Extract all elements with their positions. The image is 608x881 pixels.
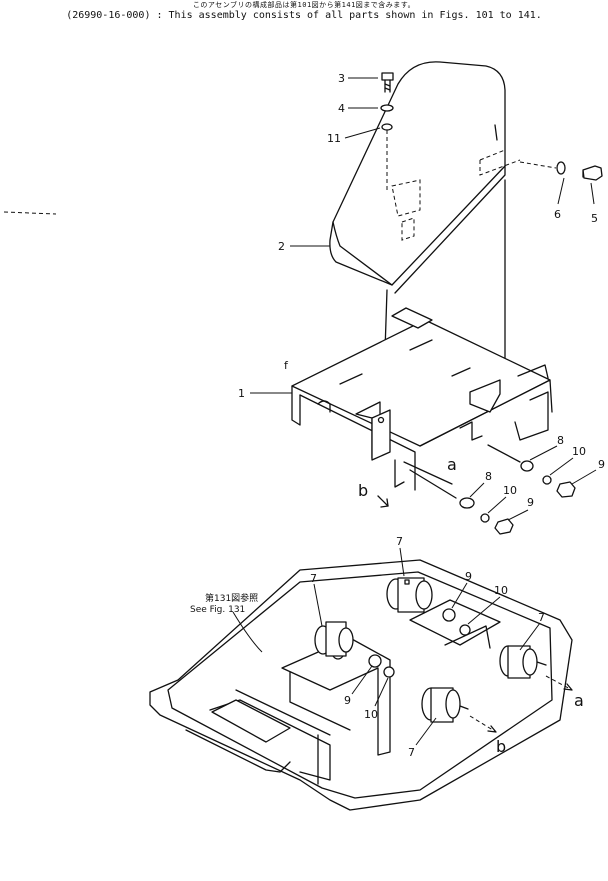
label-part-5: 5 bbox=[591, 212, 598, 225]
label-part-1: 1 bbox=[238, 387, 245, 400]
label-part-7-left: 7 bbox=[310, 572, 317, 585]
label-a-upper: a bbox=[447, 455, 457, 474]
label-f-mark: f bbox=[284, 359, 289, 372]
cushion-mount-top bbox=[386, 577, 433, 613]
header-en-note: (26990-16-000) : This assembly consists … bbox=[66, 10, 542, 21]
header-jp-note: このアセンブリの構成部品は第101図から第141図まで含みます。 bbox=[192, 1, 416, 9]
lower-hardware bbox=[368, 608, 471, 678]
label-part-4: 4 bbox=[338, 102, 345, 115]
arrow-b-lower bbox=[469, 715, 497, 733]
label-part-9-lower: 9 bbox=[527, 496, 534, 509]
label-b-upper: b bbox=[358, 481, 368, 500]
see-fig-en: See Fig. 131 bbox=[190, 605, 245, 615]
label-part-2: 2 bbox=[278, 240, 285, 253]
label-part-10-upper: 10 bbox=[572, 445, 586, 458]
label-part-10-left: 10 bbox=[364, 708, 378, 721]
label-b-lower: b bbox=[496, 737, 506, 756]
arrow-b-upper bbox=[377, 495, 389, 508]
seat-frame bbox=[291, 307, 553, 491]
right-hardware-upper bbox=[487, 444, 576, 498]
top-bolt-stack bbox=[380, 72, 394, 190]
label-part-9-mid: 9 bbox=[465, 570, 472, 583]
leader-lines bbox=[232, 77, 597, 746]
label-part-7-top: 7 bbox=[396, 535, 403, 548]
base-plate bbox=[149, 559, 573, 811]
side-bolt bbox=[519, 161, 603, 181]
label-part-9-upper: 9 bbox=[598, 458, 605, 471]
label-part-10-lower: 10 bbox=[503, 484, 517, 497]
see-fig-jp: 第131図参照 bbox=[205, 592, 258, 604]
label-part-8-upper: 8 bbox=[557, 434, 564, 447]
arrow-a-lower bbox=[545, 675, 573, 691]
label-part-6: 6 bbox=[554, 208, 561, 221]
cushion-mount-bottom bbox=[421, 687, 469, 723]
seat-back-cover bbox=[329, 61, 521, 294]
label-part-7-right: 7 bbox=[538, 611, 545, 624]
label-part-9-left: 9 bbox=[344, 694, 351, 707]
cushion-mount-left bbox=[314, 621, 354, 660]
label-part-3: 3 bbox=[338, 72, 345, 85]
label-part-10-mid: 10 bbox=[494, 584, 508, 597]
scan-artifact-dots bbox=[3, 211, 57, 215]
page-header: このアセンブリの構成部品は第101図から第141図まで含みます。 (26990-… bbox=[0, 0, 608, 22]
label-part-11: 11 bbox=[327, 132, 341, 145]
right-hardware-lower bbox=[409, 469, 514, 535]
label-part-7-bottom: 7 bbox=[408, 746, 415, 759]
cushion-mount-right bbox=[499, 645, 547, 679]
label-a-lower: a bbox=[574, 691, 584, 710]
label-part-8-lower: 8 bbox=[485, 470, 492, 483]
